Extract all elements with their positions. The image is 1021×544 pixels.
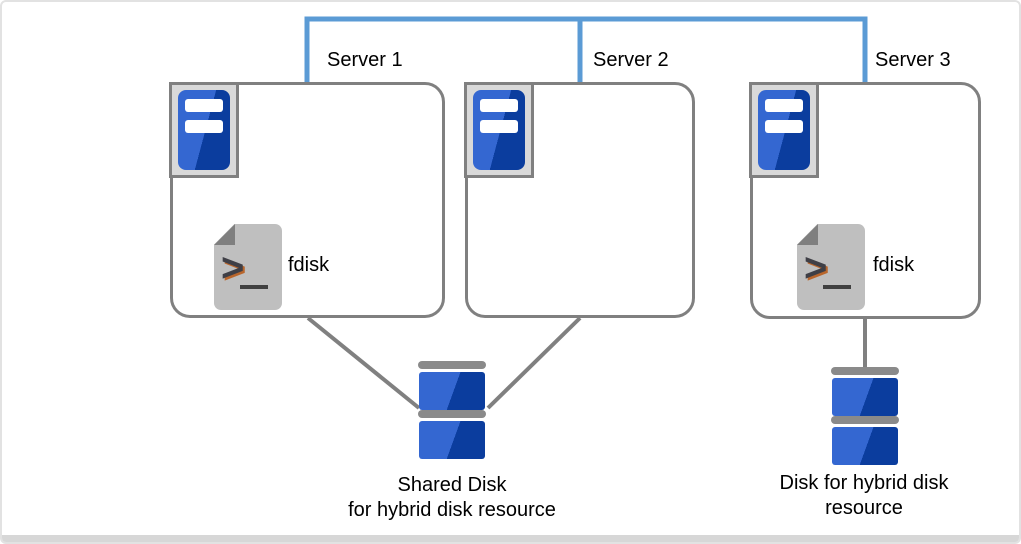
server1-label: Server 1 (327, 49, 403, 71)
terminal-prompt-glyph: > (221, 246, 245, 290)
server3-label: Server 3 (875, 49, 951, 71)
shared-disk-caption: Shared Disk for hybrid disk resource (332, 473, 572, 523)
caption-line: Disk for hybrid disk (779, 472, 949, 494)
disk-platter (419, 421, 485, 459)
server-tower-body (178, 90, 230, 170)
caption-line: for hybrid disk resource (348, 499, 556, 521)
disk-platter (832, 378, 898, 416)
server1-fdisk-label: fdisk (288, 254, 330, 276)
server3-fdisk-label: fdisk (873, 254, 915, 276)
disk-platter (419, 372, 485, 410)
server2-box (464, 82, 695, 318)
cursor-underscore (823, 285, 851, 289)
hybrid-disk-icon (831, 367, 899, 465)
server-slot (765, 120, 803, 133)
hybrid-disk-caption: Disk for hybrid disk resource (744, 471, 984, 521)
server-tower-icon (749, 82, 819, 178)
server-slot (480, 99, 518, 112)
server-slot (185, 99, 223, 112)
disk-cap (418, 410, 486, 418)
server-tower-body (758, 90, 810, 170)
disk-platter (832, 427, 898, 465)
server2-to-shared-disk-line (486, 316, 582, 410)
shared-disk-icon (418, 361, 486, 459)
caption-line: resource (825, 497, 903, 519)
disk-cap (831, 367, 899, 375)
disk-cap (418, 361, 486, 369)
server-tower-body (473, 90, 525, 170)
script-file-icon: > (214, 224, 282, 310)
cursor-underscore (240, 285, 268, 289)
server1-to-shared-disk-line (306, 316, 421, 410)
server3-box: > fdisk (749, 82, 981, 319)
document-fold-corner (214, 224, 235, 245)
script-file-icon: > (797, 224, 865, 310)
server-tower-icon (464, 82, 534, 178)
caption-line: Shared Disk (397, 474, 507, 496)
bottom-window-edge (2, 535, 1019, 542)
disk-cap (831, 416, 899, 424)
server-slot (765, 99, 803, 112)
server2-label: Server 2 (593, 49, 669, 71)
server-slot (185, 120, 223, 133)
terminal-prompt-glyph: > (804, 246, 828, 290)
server-slot (480, 120, 518, 133)
server1-box: > fdisk (169, 82, 445, 318)
server-tower-icon (169, 82, 239, 178)
